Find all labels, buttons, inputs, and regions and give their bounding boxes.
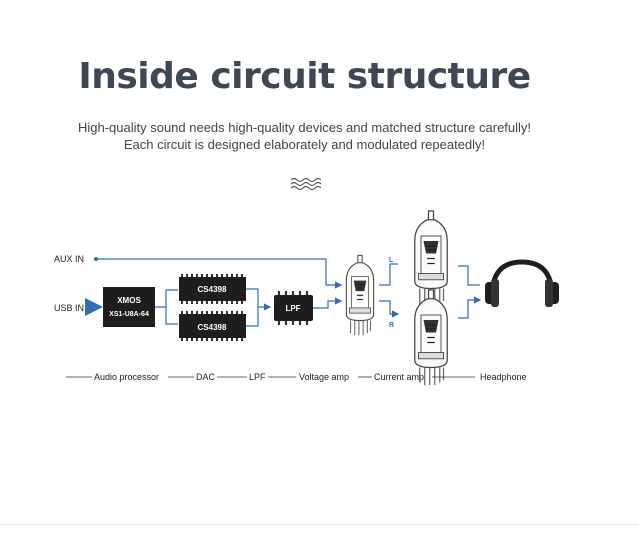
headphone-icon (485, 259, 559, 307)
current-amp-to-headphone-line (458, 265, 480, 319)
subtitle-line-1: High-quality sound needs high-quality de… (77, 120, 532, 135)
stage-voltage-amp: Voltage amp (299, 372, 349, 382)
stage-current-amp: Current amp (374, 372, 424, 382)
subtitle-line-2: Each circuit is designed elaborately and… (123, 137, 486, 152)
voltage-to-current-amp-line (379, 263, 398, 314)
channel-right-label: R (389, 322, 394, 329)
page-title: Inside circuit structure (78, 56, 531, 97)
lpf-chip: LPF (274, 291, 313, 325)
aux-signal-line (96, 258, 343, 289)
stage-dac: DAC (196, 372, 216, 382)
stage-audio-processor: Audio processor (94, 372, 159, 382)
aux-in-label: AUX IN (54, 254, 84, 264)
wave-divider-icon (290, 177, 321, 191)
channel-left-label: L (389, 257, 394, 264)
processor-label-line1: XMOS (117, 296, 141, 305)
dac-to-lpf-line (246, 288, 270, 327)
dac-chip-top: CS4398 (179, 274, 246, 304)
stage-headphone: Headphone (480, 372, 527, 382)
dac-bottom-label: CS4398 (198, 323, 227, 332)
lpf-label: LPF (285, 304, 300, 313)
lpf-to-voltage-amp-line (313, 297, 343, 309)
current-amp-tube-right-icon (414, 289, 448, 386)
voltage-amp-tube-icon (345, 254, 375, 336)
processor-to-dac-line (155, 289, 178, 325)
stage-lpf: LPF (249, 372, 266, 382)
dac-chip-bottom: CS4398 (179, 311, 246, 341)
processor-label-line2: XS1-U8A-64 (109, 311, 149, 318)
circuit-diagram: AUX IN USB IN XMOS XS1-U8A-64 CS4398 CS4… (54, 210, 559, 386)
usb-in-label: USB IN (54, 303, 84, 313)
footer-divider (0, 524, 639, 525)
audio-processor-chip: XMOS XS1-U8A-64 (103, 287, 155, 327)
dac-top-label: CS4398 (198, 285, 227, 294)
